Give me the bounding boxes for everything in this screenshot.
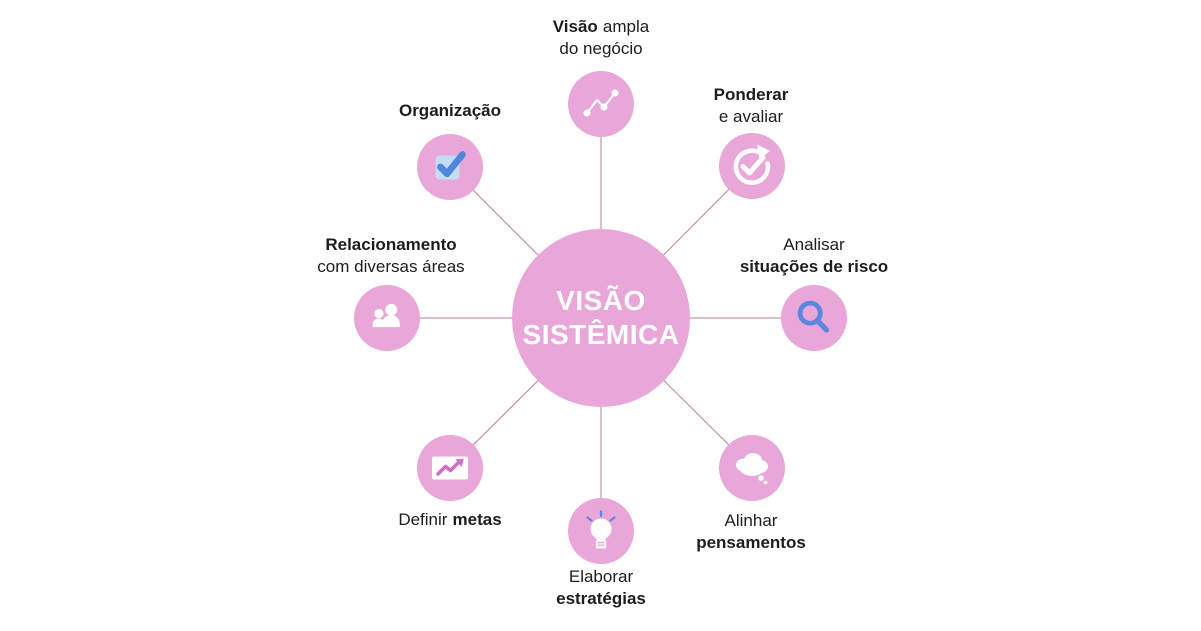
label-relacionamento: Relacionamento com diversas áreas: [317, 235, 465, 276]
node-visao-ampla: [568, 71, 634, 137]
checkbox-check-icon: [435, 151, 466, 180]
node-organizacao: [417, 134, 483, 200]
label-alinhar: Alinhar pensamentos: [696, 511, 806, 552]
node-definir-metas: [417, 435, 483, 501]
people-icon: [372, 303, 400, 328]
node-ponderar: [719, 133, 785, 199]
label-analisar: Analisar situações de risco: [739, 235, 889, 276]
node-analisar: [781, 285, 847, 351]
label-organizacao: Organização: [398, 101, 502, 120]
node-alinhar: [719, 435, 785, 501]
label-ponderar: Ponderar e avaliar: [713, 85, 789, 126]
trend-chart-icon: [432, 456, 468, 480]
magnifier-icon: [797, 300, 830, 333]
line-chart-icon: [583, 89, 619, 117]
lightbulb-icon: [586, 510, 616, 549]
node-relacionamento: [354, 285, 420, 351]
label-elaborar: Elaborar estratégias: [556, 567, 646, 608]
node-elaborar: [568, 498, 634, 564]
circular-arrow-check-icon: [733, 144, 771, 185]
central-title-line1: VISÃO: [556, 285, 646, 316]
central-title-line2: SISTÊMICA: [522, 319, 680, 350]
thought-cloud-icon: [736, 453, 768, 485]
central-node: VISÃO SISTÊMICA: [512, 229, 690, 407]
